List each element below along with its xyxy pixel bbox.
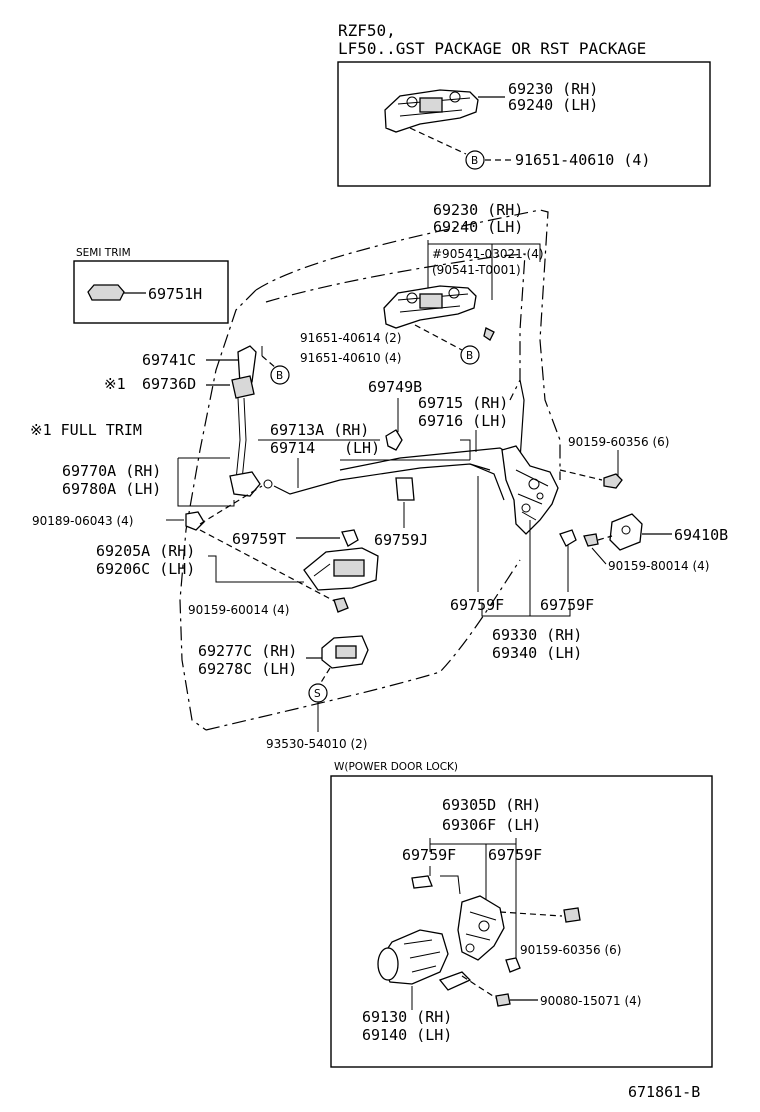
label-69716: 69716 (LH) xyxy=(418,412,508,430)
label-bolt-b: (90541-T0001) xyxy=(432,263,521,277)
label-screw-b: 91651-40610 (4) xyxy=(300,351,402,365)
power-label-69140: 69140 (LH) xyxy=(362,1026,452,1044)
part-69736d-drawing xyxy=(231,375,255,399)
outside-handle-drawing xyxy=(383,285,477,329)
top-package-box: 69230 (RH) 69240 (LH) B 91651-40610 (4) xyxy=(337,61,711,187)
semi-trim-title: SEMI TRIM xyxy=(76,247,131,259)
label-69780a: 69780A (LH) xyxy=(62,480,161,498)
label-69759t: 69759T xyxy=(232,530,286,548)
screw-f-drawing xyxy=(333,597,349,613)
header-line-2: LF50..GST PACKAGE OR RST PACKAGE xyxy=(338,39,646,58)
door-bezel-drawing xyxy=(321,635,369,669)
label-69714-lh: (LH) xyxy=(344,439,380,457)
marker-b-top-label: B xyxy=(471,155,478,167)
label-screw-f: 90159-60014 (4) xyxy=(188,603,290,617)
label-69741c: 69741C xyxy=(142,351,196,369)
label-screw-d: 90189-06043 (4) xyxy=(32,514,134,528)
power-label-69305d: 69305D (RH) xyxy=(442,796,541,814)
power-lock-title: W(POWER DOOR LOCK) xyxy=(334,761,458,773)
power-label-screw-b: 90080-15071 (4) xyxy=(540,994,642,1008)
bolt-drawing xyxy=(483,327,495,341)
power-label-69759f-a: 69759F xyxy=(402,846,456,864)
label-69759f-a: 69759F xyxy=(450,596,504,614)
label-69277c: 69277C (RH) xyxy=(198,642,297,660)
power-label-69130: 69130 (RH) xyxy=(362,1008,452,1026)
part-69759j-drawing xyxy=(395,477,415,501)
power-label-69759f-b: 69759F xyxy=(488,846,542,864)
semi-trim-part-drawing xyxy=(87,284,125,301)
marker-s-label: S xyxy=(314,688,321,700)
header-line-1: RZF50, xyxy=(338,21,396,40)
marker-b-left xyxy=(270,365,290,385)
top-screw-label: 91651-40610 (4) xyxy=(515,151,650,169)
part-69759t-drawing xyxy=(341,529,359,547)
label-screw-a: 91651-40614 (2) xyxy=(300,331,402,345)
part-69759f-right-drawing xyxy=(559,529,577,547)
label-69759f-b: 69759F xyxy=(540,596,594,614)
screw-e-drawing xyxy=(583,533,599,547)
label-69759j: 69759J xyxy=(374,531,428,549)
label-69340: 69340 (LH) xyxy=(492,644,582,662)
label-handle-lh: 69240 (LH) xyxy=(433,218,523,236)
semi-trim-part: 69751H xyxy=(148,285,202,303)
part-69770a-drawing xyxy=(229,471,261,497)
label-69330: 69330 (RH) xyxy=(492,626,582,644)
label-69736d-mark: ※1 xyxy=(104,375,126,393)
power-part-69759f-b-drawing xyxy=(505,957,521,973)
label-69205a: 69205A (RH) xyxy=(96,542,195,560)
inside-handle-drawing xyxy=(303,547,379,591)
label-screw-e: 90159-80014 (4) xyxy=(608,559,710,573)
power-screw-a-drawing xyxy=(563,907,581,923)
label-69749b: 69749B xyxy=(368,378,422,396)
full-trim-note: ※1 FULL TRIM xyxy=(30,421,142,439)
label-69278c: 69278C (LH) xyxy=(198,660,297,678)
door-lock-actuator-drawing xyxy=(377,929,472,991)
label-69410b: 69410B xyxy=(674,526,728,544)
marker-b-left-label: B xyxy=(276,370,283,382)
top-box-frame xyxy=(337,61,711,187)
label-screw-g: 93530-54010 (2) xyxy=(266,737,368,751)
footer-code: 671861-B xyxy=(628,1083,700,1101)
label-bolt-a: #90541-03021 (4) xyxy=(432,247,544,261)
marker-b-top xyxy=(465,150,485,170)
label-69714: 69714 xyxy=(270,439,315,457)
label-69713a: 69713A (RH) xyxy=(270,421,369,439)
power-lock-frame xyxy=(330,775,713,1068)
top-handle-rh: 69230 (RH) xyxy=(508,80,598,98)
power-label-69306f: 69306F (LH) xyxy=(442,816,541,834)
label-69715: 69715 (RH) xyxy=(418,394,508,412)
door-outline xyxy=(179,209,561,731)
door-lock-drawing xyxy=(501,445,559,535)
label-screw-c: 90159-60356 (6) xyxy=(568,435,670,449)
screw-c-drawing xyxy=(603,473,623,489)
label-69206c: 69206C (LH) xyxy=(96,560,195,578)
power-screw-b-drawing xyxy=(495,993,511,1007)
top-handle-lh: 69240 (LH) xyxy=(508,96,598,114)
marker-b-upper xyxy=(460,345,480,365)
label-69770a: 69770A (RH) xyxy=(62,462,161,480)
label-handle-rh: 69230 (RH) xyxy=(433,201,523,219)
label-69736d: 69736D xyxy=(142,375,196,393)
power-door-lock-box: W(POWER DOOR LOCK) 69305D (RH) 69306F (L… xyxy=(330,761,713,1068)
power-lock-drawing xyxy=(457,895,505,961)
outside-handle-drawing-top xyxy=(384,89,479,133)
power-label-screw-a: 90159-60356 (6) xyxy=(520,943,622,957)
marker-b-upper-label: B xyxy=(466,350,473,362)
part-69410b-drawing xyxy=(609,513,643,551)
part-69749b-drawing xyxy=(385,429,403,451)
screw-d-drawing xyxy=(185,511,205,531)
semi-trim-frame xyxy=(73,260,229,324)
semi-trim-box: SEMI TRIM 69751H xyxy=(73,247,229,324)
power-part-69759f-drawing xyxy=(411,875,433,889)
